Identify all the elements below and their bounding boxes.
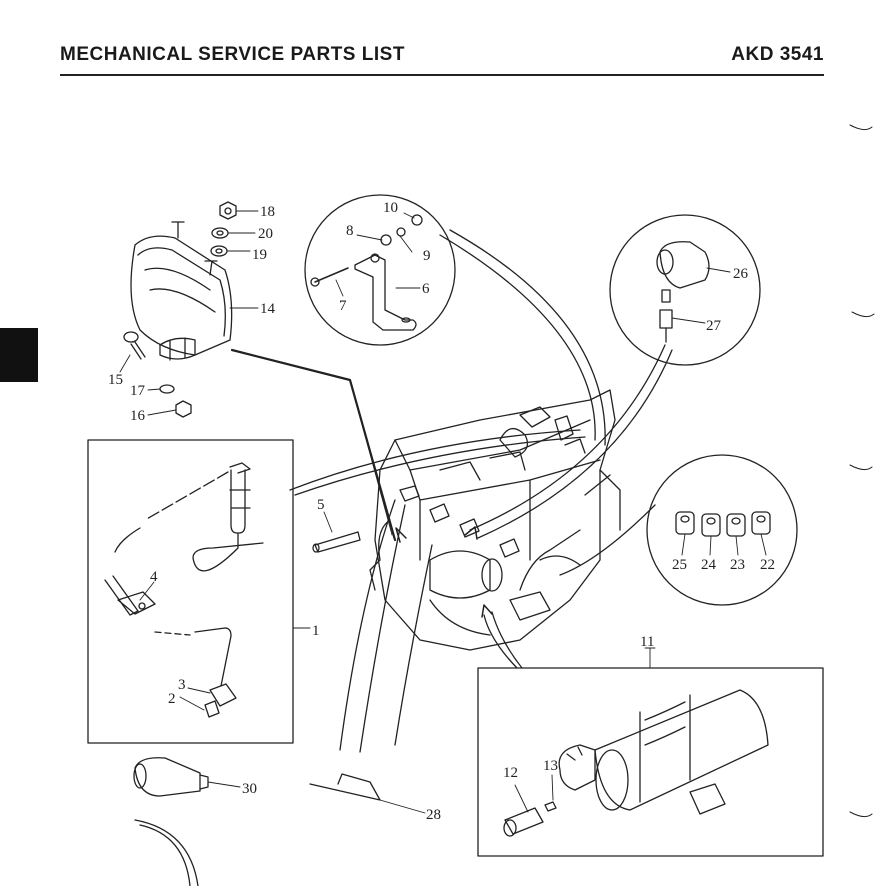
label-26: 26 xyxy=(733,266,749,282)
label-2: 2 xyxy=(168,691,176,707)
label-28: 28 xyxy=(426,807,441,823)
label-19: 19 xyxy=(252,247,267,263)
label-24: 24 xyxy=(701,557,717,573)
label-1: 1 xyxy=(312,623,320,639)
label-10: 10 xyxy=(383,200,398,216)
ht-lead-1-illustration xyxy=(104,462,264,718)
label-12: 12 xyxy=(503,765,518,781)
washer-20 xyxy=(211,227,229,239)
suppressor-cap-26 xyxy=(656,241,710,303)
label-18: 18 xyxy=(260,204,275,220)
section-tab-marker xyxy=(0,328,38,382)
label-13: 13 xyxy=(543,758,558,774)
terminal-nut-12 xyxy=(503,807,544,837)
label-4: 4 xyxy=(150,569,158,585)
label-11: 11 xyxy=(640,634,654,650)
label-6: 6 xyxy=(422,281,430,297)
washer-9 xyxy=(396,227,406,237)
bracket-6 xyxy=(354,253,417,331)
label-7: 7 xyxy=(339,298,347,314)
label-5: 5 xyxy=(317,497,325,513)
clip-28 xyxy=(309,773,381,801)
nut-16 xyxy=(175,400,192,418)
label-9: 9 xyxy=(423,248,431,264)
label-23: 23 xyxy=(730,557,745,573)
ht-lead-2 xyxy=(439,234,596,441)
coil-clamp-assembly xyxy=(130,221,233,361)
sleeves-detail-circle xyxy=(646,454,798,606)
ht-lead-3 xyxy=(469,344,666,531)
label-17: 17 xyxy=(130,383,146,399)
label-30: 30 xyxy=(242,781,257,797)
bracket-detail-circle xyxy=(304,194,456,346)
nut-10 xyxy=(411,214,423,226)
suppressor-cap-circle xyxy=(609,214,761,366)
label-8: 8 xyxy=(346,223,354,239)
ht-lead-end xyxy=(134,819,199,886)
washer-19 xyxy=(210,245,228,257)
part-labels: 1 2 3 4 5 6 7 8 9 10 11 12 13 14 15 16 1… xyxy=(108,200,775,823)
ignition-coil-11 xyxy=(558,689,769,815)
screw-13 xyxy=(544,801,557,812)
ht-lead-1 xyxy=(289,429,581,491)
nut-18 xyxy=(219,201,237,220)
page-header: MECHANICAL SERVICE PARTS LIST AKD 3541 xyxy=(60,42,824,76)
washer-8 xyxy=(380,234,392,246)
engine-illustration xyxy=(369,389,621,651)
bolt-15 xyxy=(123,331,146,360)
label-16: 16 xyxy=(130,408,146,424)
part-code: AKD 3541 xyxy=(731,44,824,65)
label-22: 22 xyxy=(760,557,775,573)
boot-30 xyxy=(133,757,209,797)
label-3: 3 xyxy=(178,677,186,693)
label-14: 14 xyxy=(260,301,276,317)
label-25: 25 xyxy=(672,557,687,573)
rod-5 xyxy=(312,531,361,553)
ht-lead-box xyxy=(87,439,294,744)
ignition-coil-box xyxy=(477,667,824,857)
label-15: 15 xyxy=(108,372,123,388)
washer-17 xyxy=(159,384,175,394)
terminal-27 xyxy=(659,309,673,343)
bolt-7 xyxy=(314,267,349,283)
label-27: 27 xyxy=(706,318,722,334)
sleeves-22-25 xyxy=(675,511,771,537)
label-20: 20 xyxy=(258,226,273,242)
page-title: MECHANICAL SERVICE PARTS LIST xyxy=(60,44,405,65)
